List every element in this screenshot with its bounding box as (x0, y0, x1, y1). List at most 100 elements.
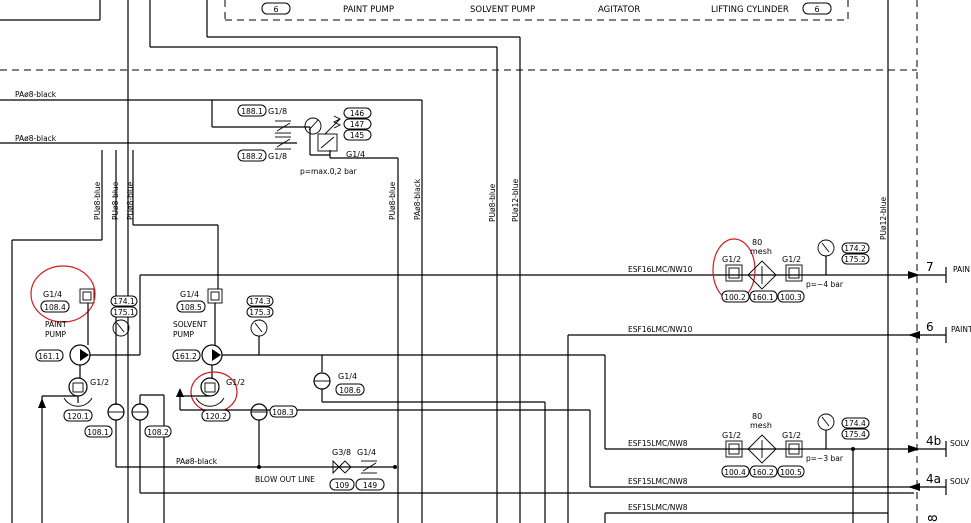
regulator-gauge-tag-1: 146 (343, 107, 372, 119)
esf15-label-2: ESF15LMC/NW8 (628, 477, 688, 486)
solvent-port2: G1/4 (338, 372, 357, 381)
output-7-number: 7 (926, 260, 934, 274)
svg-text:175.1: 175.1 (113, 308, 135, 317)
paint-valve-port: G1/2 (90, 378, 109, 387)
solvent-valve-icon (200, 377, 220, 397)
regulator-tag-a: 188.1 (237, 104, 267, 117)
svg-text:145: 145 (350, 131, 365, 140)
output-4b: 4b SOLV (908, 434, 970, 457)
svg-text:175.2: 175.2 (844, 255, 866, 264)
paint-filter-icon (747, 260, 777, 290)
legend-box: 6 PAINT PUMP SOLVENT PUMP AGITATOR LIFTI… (224, 0, 849, 21)
solvent-filter-port-left: G1/2 (722, 431, 741, 440)
svg-text:100.4: 100.4 (724, 468, 746, 477)
svg-text:109: 109 (335, 481, 350, 490)
solvent-filter-tag-1: 100.4 (721, 465, 750, 478)
solvent-pump-port: G1/4 (180, 290, 199, 299)
legend-lifting-cylinder: LIFTING CYLINDER (711, 5, 789, 15)
svg-text:108.3: 108.3 (272, 408, 294, 417)
paint-filter-pressure: p=~4 bar (806, 280, 844, 289)
svg-text:120.1: 120.1 (67, 412, 89, 421)
solvent-filter-group: ESF15LMC/NW8 G1/2 80 mesh G1/2 100.4 160… (604, 355, 920, 523)
svg-text:174.4: 174.4 (844, 419, 866, 428)
svg-text:161.1: 161.1 (38, 352, 60, 361)
output-4b-number: 4b (926, 434, 941, 448)
paint-pump-label-1: PAINT (45, 320, 67, 329)
blow-out-label: BLOW OUT LINE (255, 475, 315, 484)
paint-pump-pump-tag: 161.1 (35, 349, 64, 362)
svg-text:174.1: 174.1 (113, 297, 135, 306)
output-4a: 4a SOLV (908, 472, 970, 495)
solvent-tag-a: 108.3 (269, 405, 298, 418)
blue-line-label-1: PUø8-blue (93, 181, 102, 220)
svg-text:108.2: 108.2 (147, 428, 169, 437)
svg-text:160.1: 160.1 (752, 293, 774, 302)
svg-text:149: 149 (363, 481, 378, 490)
svg-text:161.2: 161.2 (175, 352, 197, 361)
svg-text:100.2: 100.2 (724, 293, 746, 302)
solvent-filter-gauge-tag-1: 174.4 (841, 417, 870, 429)
solvent-filter-port-right: G1/2 (782, 431, 801, 440)
paint-filter-mesh-1: 80 (752, 238, 762, 247)
paint-port-highlight (30, 265, 96, 323)
air-line-2-label: PAø8-black (15, 134, 57, 143)
solvent-pump-port-tag: 108.5 (176, 300, 206, 313)
upper-lines (0, 0, 521, 523)
svg-text:146: 146 (350, 109, 365, 118)
regulator-tag-b: 188.2 (237, 149, 267, 162)
svg-text:100.5: 100.5 (780, 468, 802, 477)
paint-filter-mesh-2: mesh (750, 247, 772, 256)
blow-out-port-b: G1/4 (357, 448, 376, 457)
blow-out-tag-2: 149 (355, 478, 385, 491)
svg-text:175.4: 175.4 (844, 430, 866, 439)
output-7: 7 PAIN (908, 260, 970, 283)
svg-text:147: 147 (350, 120, 365, 129)
paint-valve-icon (68, 377, 88, 397)
paint-pump-port-tag: 108.4 (40, 300, 70, 313)
paint-filter-port-left: G1/2 (722, 255, 741, 264)
blow-out-group: PAø8-black G3/8 G1/4 BLOW OUT LINE 109 1… (116, 448, 397, 491)
svg-text:188.2: 188.2 (241, 152, 263, 161)
output-4a-number: 4a (926, 472, 941, 486)
svg-text:6: 6 (273, 5, 278, 14)
solvent-filter-tag-3: 100.5 (777, 465, 805, 478)
svg-text:160.2: 160.2 (752, 468, 774, 477)
paint-pump-gauge-tag-1: 174.1 (110, 295, 138, 307)
regulator-port-a: G1/8 (268, 107, 287, 116)
blue12-line-label-1: PUø12-blue (511, 179, 520, 222)
solvent-pump-pump-tag: 161.2 (172, 349, 201, 362)
legend-tag-6-left: 6 (261, 2, 291, 15)
paint-valve-tag: 120.1 (63, 409, 93, 422)
regulator-port-b: G1/8 (268, 152, 287, 161)
svg-text:174.3: 174.3 (249, 297, 271, 306)
regulator-port-c: G1/4 (346, 150, 365, 159)
solvent-filter-tag-2: 160.2 (749, 465, 778, 478)
paint-pump-label-2: PUMP (45, 330, 66, 339)
blue-line-label-4: PUø8-blue (388, 181, 397, 220)
paint-filter-tag-1: 100.2 (721, 290, 750, 303)
paint-pump-gauge-icon (112, 319, 130, 337)
paint-filter-tag-3: 100.3 (777, 290, 805, 303)
esf15-label-1: ESF15LMC/NW8 (628, 439, 688, 448)
blue-line-label-3: PUø8-blue (126, 181, 135, 220)
svg-text:120.2: 120.2 (205, 412, 227, 421)
output-8-number: 8 (926, 514, 940, 522)
paint-filter-group: ESF16LMC/NW10 G1/2 80 mesh G1/2 100.2 16… (628, 238, 870, 303)
output-6-label: PAINT (951, 325, 971, 334)
output-7-label: PAIN (953, 265, 970, 274)
blow-out-port-a: G3/8 (332, 448, 351, 457)
paint-pump-group: G1/4 108.4 PAINT PUMP 161.1 174.1 175.1 (11, 150, 920, 523)
solvent-filter-mesh-1: 80 (752, 412, 762, 421)
svg-text:108.6: 108.6 (339, 386, 361, 395)
legend-agitator: AGITATOR (598, 5, 640, 15)
output-4b-label: SOLV (950, 439, 970, 448)
esf16-label-2: ESF16LMC/NW10 (628, 325, 693, 334)
output-4a-label: SOLV (950, 477, 970, 486)
solvent-pump-gauge-tag-1: 174.3 (246, 295, 274, 307)
svg-text:175.3: 175.3 (249, 308, 271, 317)
svg-text:108.4: 108.4 (44, 303, 66, 312)
svg-text:100.3: 100.3 (780, 293, 802, 302)
output-6-number: 6 (926, 320, 934, 334)
legend-solvent-pump: SOLVENT PUMP (470, 5, 535, 15)
